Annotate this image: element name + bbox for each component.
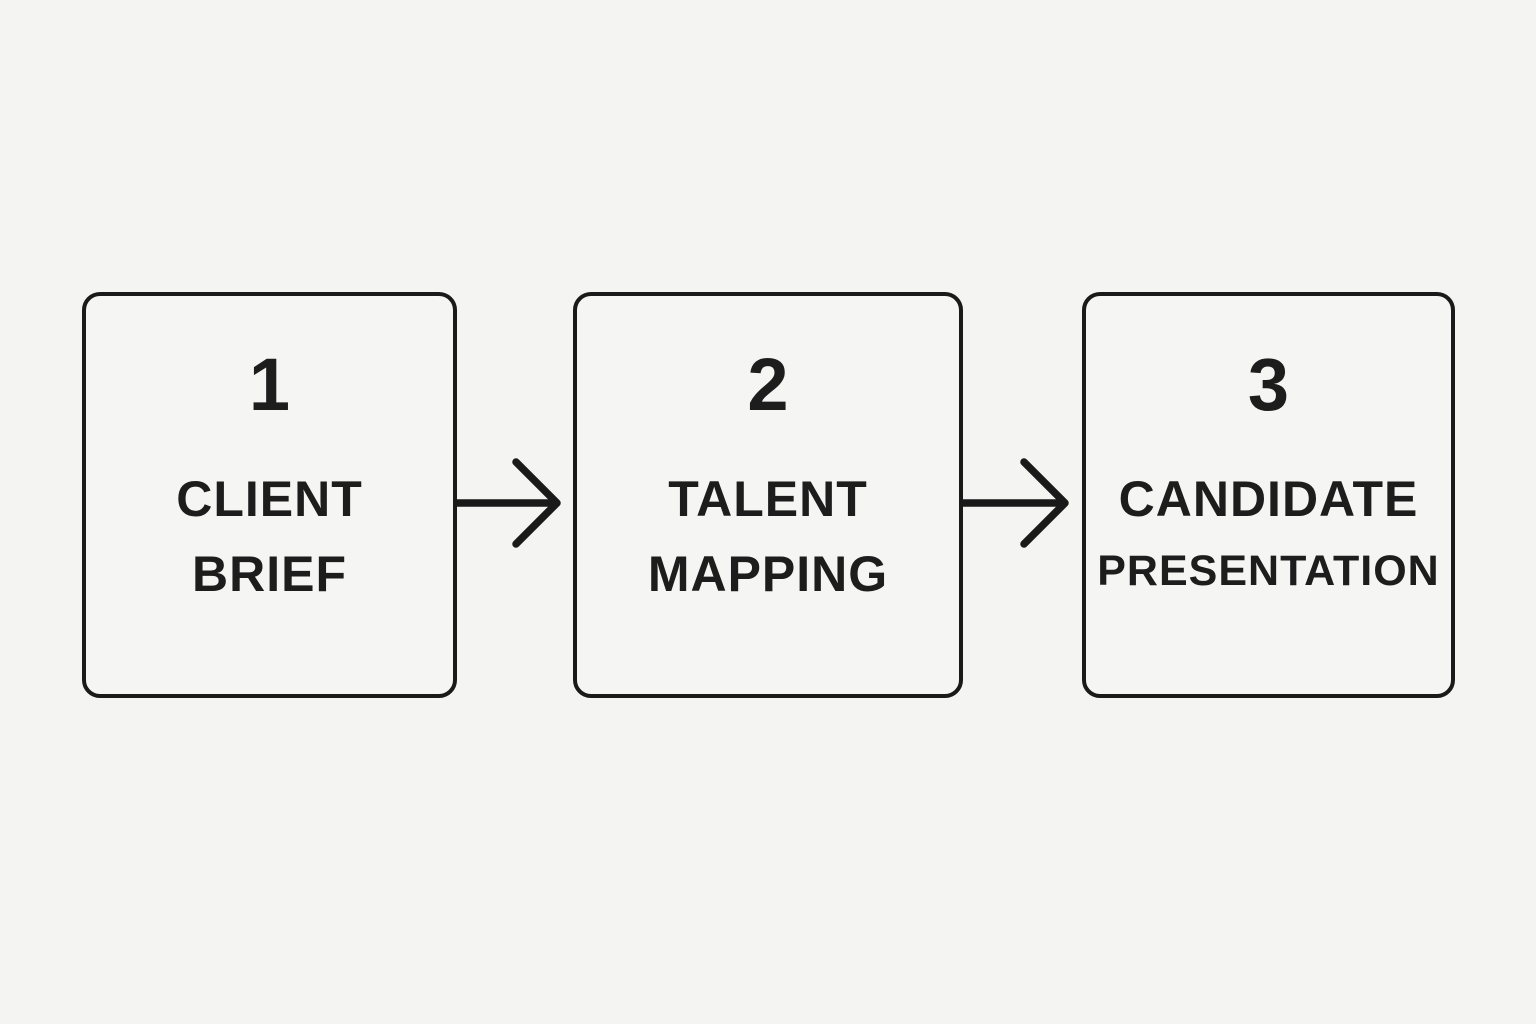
step-label-line1: CANDIDATE — [1118, 471, 1419, 527]
connector-2-3 — [963, 292, 1082, 698]
process-flow-diagram: 1 CLIENT BRIEF 2 TALENT MAPPING 3 CANDID… — [82, 292, 1455, 698]
arrow-right-icon — [963, 458, 1069, 548]
step-number: 2 — [747, 343, 789, 426]
step-number: 3 — [1247, 343, 1290, 426]
step-label-line1: CLIENT — [176, 471, 363, 527]
step-label-line2: PRESENTATION — [1097, 547, 1440, 595]
step-label: CANDIDATE PRESENTATION — [1097, 462, 1439, 606]
step-label-line1: TALENT — [668, 471, 868, 527]
step-label-line2: MAPPING — [647, 546, 889, 602]
arrow-right-icon — [457, 458, 561, 548]
step-label: CLIENT BRIEF — [176, 462, 363, 612]
step-box-client-brief: 1 CLIENT BRIEF — [82, 292, 457, 698]
step-label: TALENT MAPPING — [648, 462, 888, 612]
step-label-line2: BRIEF — [191, 546, 347, 602]
step-number: 1 — [248, 343, 291, 426]
step-box-candidate-presentation: 3 CANDIDATE PRESENTATION — [1082, 292, 1455, 698]
connector-1-2 — [457, 292, 573, 698]
step-box-talent-mapping: 2 TALENT MAPPING — [573, 292, 963, 698]
